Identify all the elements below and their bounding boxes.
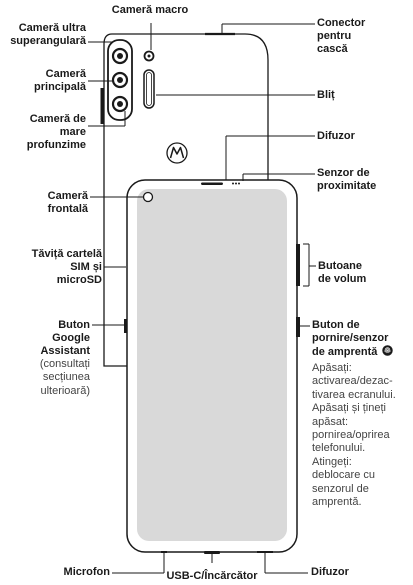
fingerprint-icon	[382, 345, 394, 356]
proximity-sensor-dot	[232, 182, 234, 185]
label-proximity-sensor: Senzor de proximitate	[317, 167, 377, 192]
label-sim-tray: Tăviță cartelă SIM și microSD	[31, 248, 102, 286]
power-description: Apăsați: activarea/dezac- tivarea ecranu…	[312, 362, 396, 509]
label-microphone: Microfon	[63, 566, 110, 578]
label-camera-depth: Cameră de mare profunzime	[26, 113, 86, 151]
motorola-logo-icon	[166, 142, 188, 164]
microphone-hole	[161, 551, 167, 553]
front-camera-lens	[142, 191, 154, 203]
label-usb-charger: USB-C/Încărcător	[166, 570, 258, 582]
label-camera-main: Cameră principală	[34, 68, 86, 93]
speaker-grille	[257, 551, 273, 553]
label-flash: Bliț	[317, 89, 335, 101]
label-camera-front: Cameră frontală	[47, 190, 88, 215]
assistant-note: (consultați secțiunea ulterioară)	[39, 358, 90, 397]
back-side-button	[100, 88, 104, 124]
label-assistant-button: Buton Google Assistant	[40, 319, 90, 357]
usb-c-port	[204, 551, 220, 554]
label-speaker-top: Difuzor	[317, 130, 355, 142]
label-power-button: Buton de pornire/senzor de amprentă	[312, 319, 412, 359]
phone-screen	[137, 189, 287, 541]
label-speaker-bottom: Difuzor	[311, 566, 349, 578]
label-headset-jack: Conector pentru cască	[317, 17, 366, 55]
flash-led	[143, 69, 155, 109]
label-camera-ultrawide: Cameră ultra superangulară	[10, 22, 86, 47]
volume-buttons-shape	[296, 244, 300, 286]
label-camera-macro: Cameră macro	[111, 4, 189, 16]
power-button-shape	[296, 317, 300, 337]
assistant-button-shape	[124, 319, 128, 333]
earpiece-speaker	[201, 182, 223, 185]
label-volume-buttons: Butoane de volum	[318, 260, 367, 285]
